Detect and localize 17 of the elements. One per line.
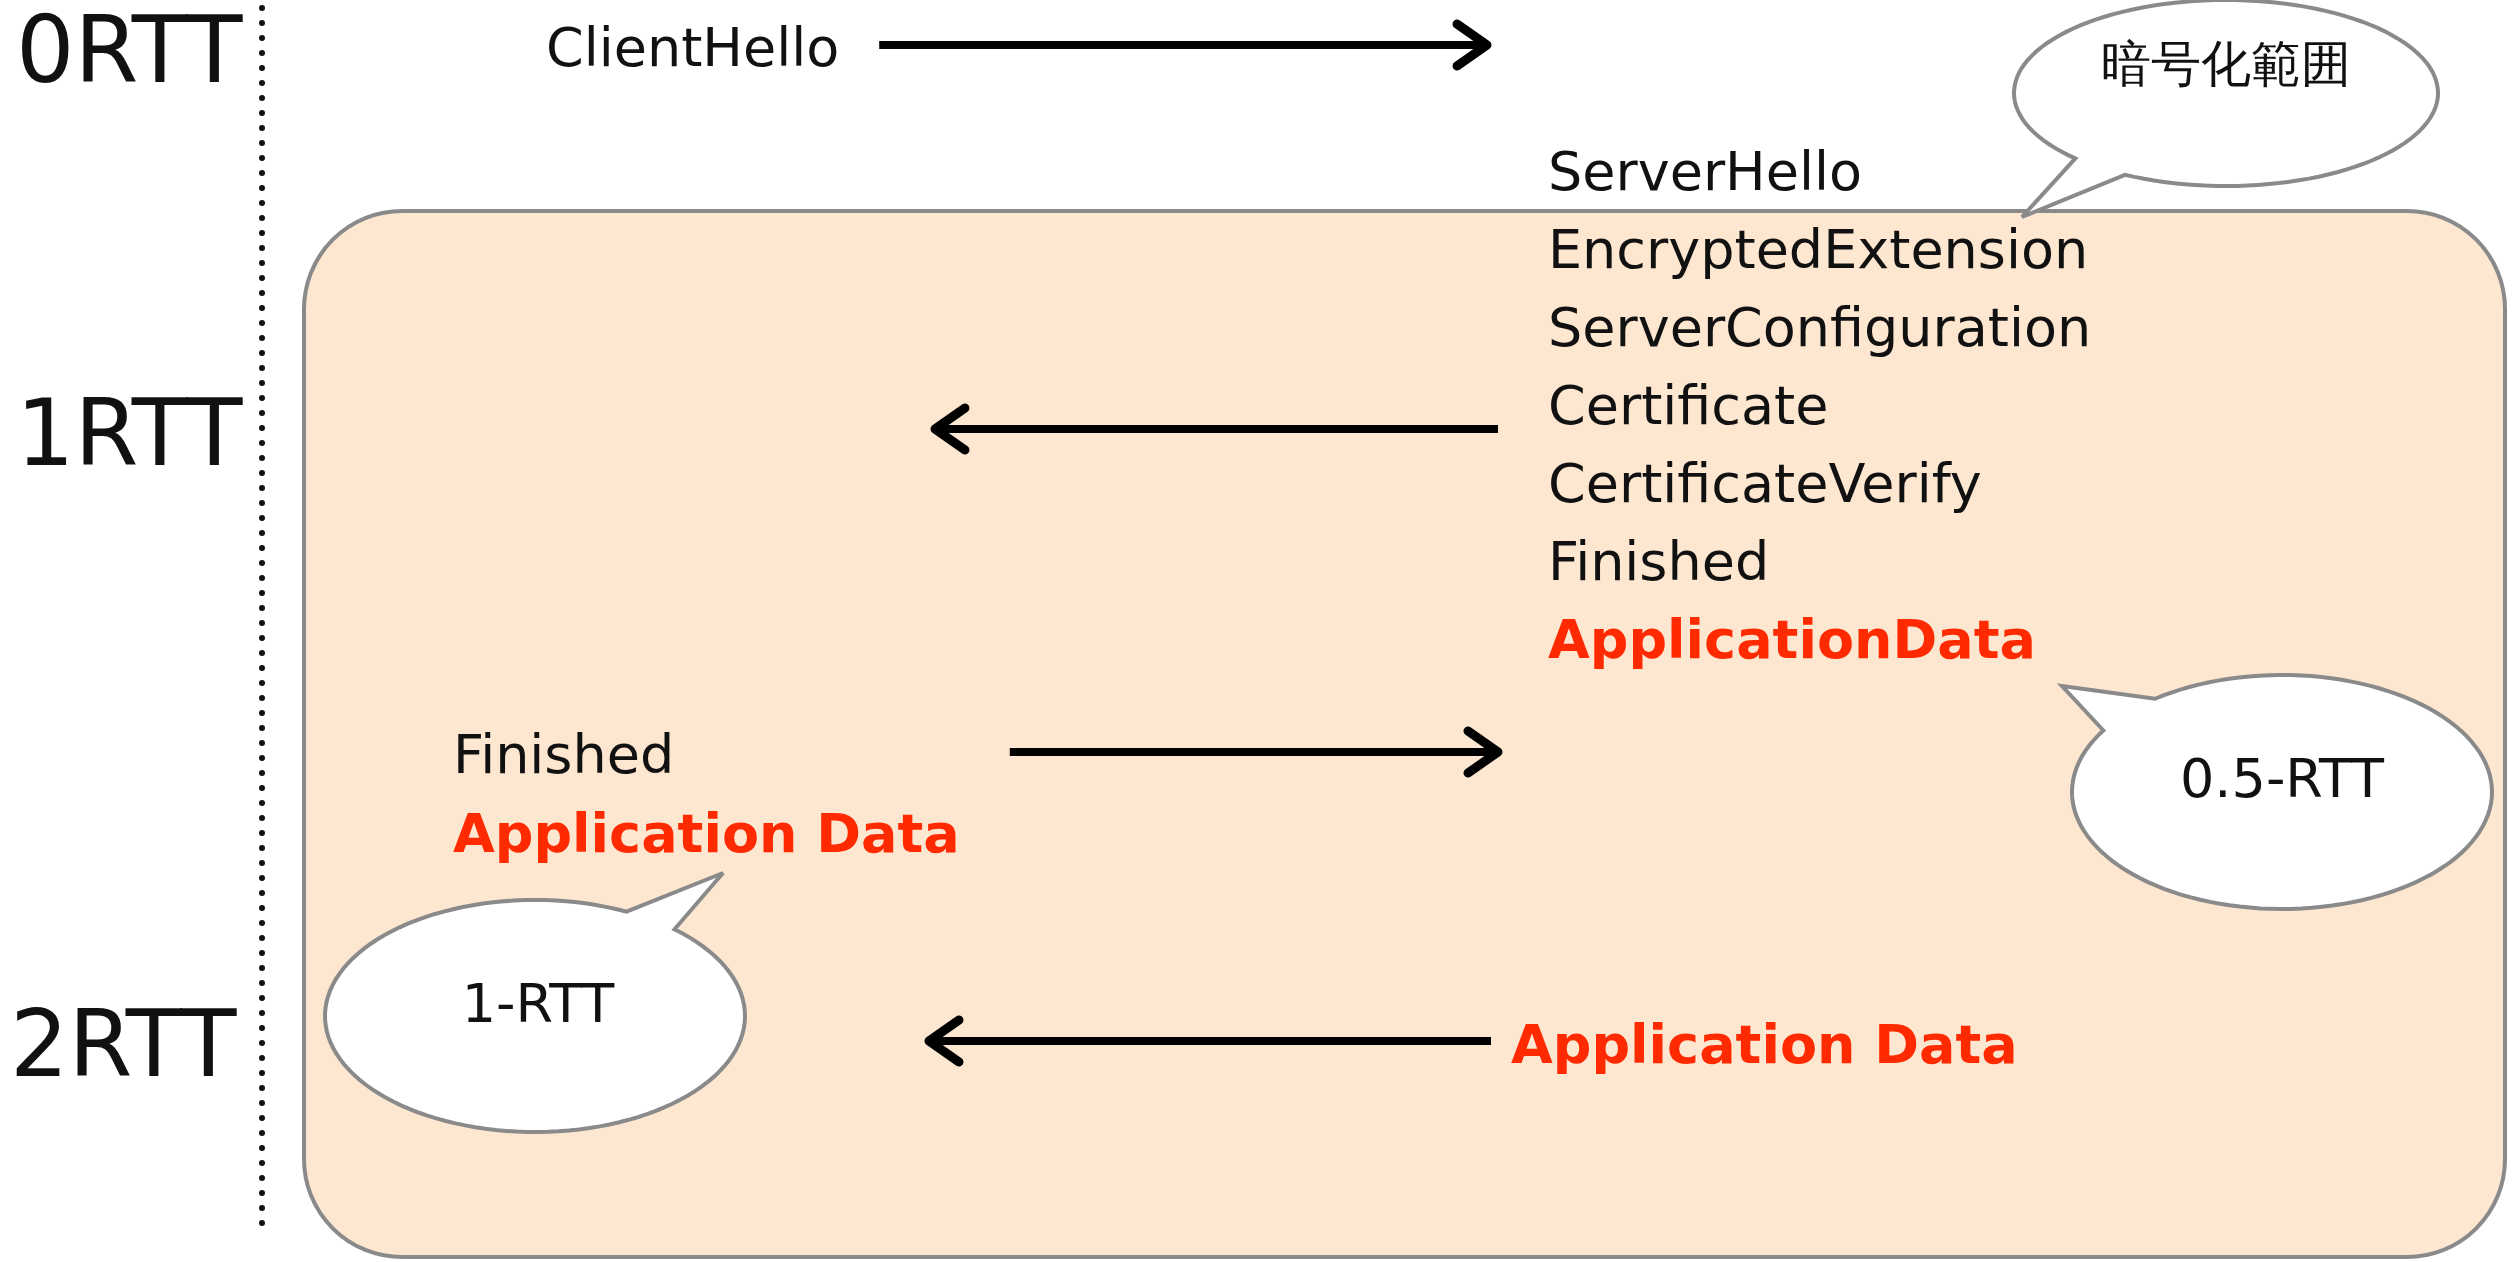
message-label: EncryptedExtension <box>1548 217 2089 283</box>
message-label: ServerHello <box>1548 139 1862 205</box>
message-label: Finished <box>453 722 675 788</box>
rtt-label: 1RTT <box>16 388 243 480</box>
message-label: CertificateVerify <box>1548 451 1982 517</box>
message-label: ClientHello <box>546 15 840 81</box>
message-label: ServerConfiguration <box>1548 295 2092 361</box>
message-label: Finished <box>1548 529 1770 595</box>
message-label: ApplicationData <box>1548 607 2036 673</box>
bubble-text: 暗号化範囲 <box>2101 34 2351 94</box>
rtt-label: 0RTT <box>16 5 243 97</box>
message-label: Certificate <box>1548 373 1829 439</box>
bubble-text: 1-RTT <box>461 971 615 1037</box>
rtt-label: 2RTT <box>10 999 237 1091</box>
message-label: Application Data <box>453 801 960 867</box>
message-label: Application Data <box>1511 1012 2018 1078</box>
bubble-text: 0.5-RTT <box>2180 746 2384 812</box>
